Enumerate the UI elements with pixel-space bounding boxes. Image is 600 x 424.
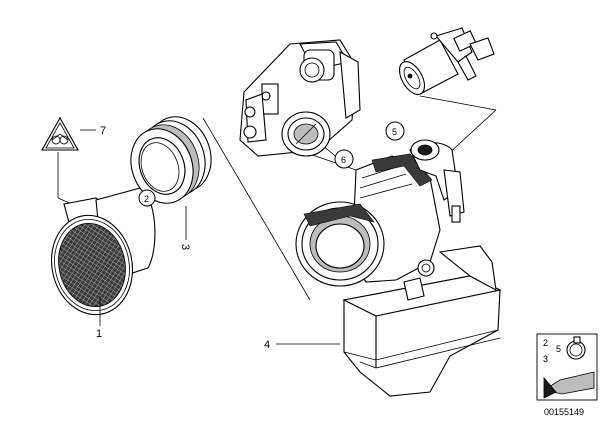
idle-actuator: [398, 27, 495, 95]
callout-circle-5: 5: [385, 121, 405, 141]
svg-text:5: 5: [392, 127, 397, 137]
legend-number-5: 5: [556, 344, 561, 354]
legend-number-3: 3: [543, 354, 548, 364]
air-mass-meter: [50, 152, 156, 316]
svg-text:2: 2: [144, 194, 149, 204]
warning-label-icon: [41, 116, 79, 151]
arrow-icon: [542, 371, 595, 399]
rubber-boot: [130, 116, 212, 204]
part-number-4: 4: [264, 339, 270, 351]
guide-line-actuator: [419, 95, 497, 111]
svg-text:6: 6: [341, 155, 346, 165]
hose-clamp-icon: [566, 336, 586, 360]
guide-line-actuator-2: [445, 109, 497, 157]
callout-circle-6: 6: [334, 149, 354, 169]
part-number-3: 3: [179, 244, 191, 250]
guide-line-boot: [202, 117, 311, 301]
callout-circle-2: 2: [138, 189, 156, 207]
drawing-id: 00155149: [544, 407, 584, 417]
legend-box: 2 5 3: [536, 333, 598, 401]
intake-silencer: [295, 139, 502, 397]
part-number-1: 1: [96, 328, 102, 340]
throttle-housing: [239, 39, 361, 157]
part-number-7: 7: [100, 125, 106, 137]
legend-number-2: 2: [543, 338, 548, 348]
